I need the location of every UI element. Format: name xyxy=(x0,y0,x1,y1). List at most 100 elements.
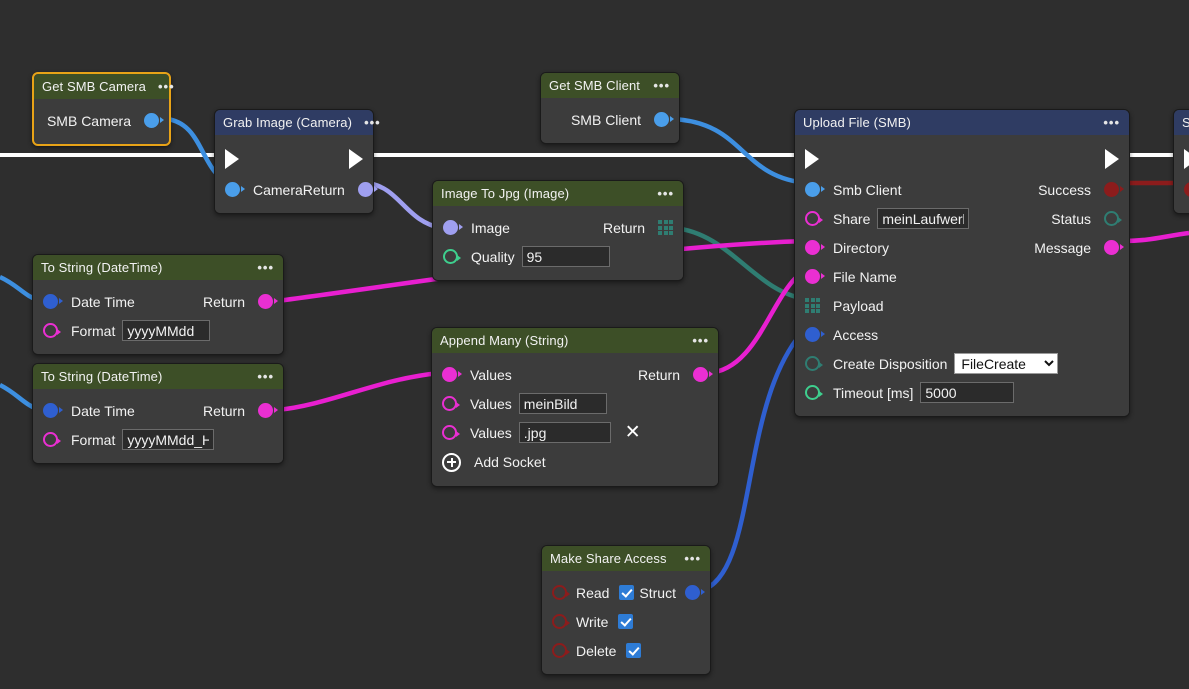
input-label: Format xyxy=(71,322,116,339)
node-menu-icon[interactable]: ••• xyxy=(157,78,175,94)
delete-checkbox[interactable] xyxy=(626,643,642,658)
exec-in-pin[interactable] xyxy=(225,148,239,169)
node-header[interactable]: S xyxy=(1174,110,1189,135)
input-label: Directory xyxy=(833,239,890,256)
node-header[interactable]: To String (DateTime) ••• xyxy=(33,364,283,389)
output-socket-smb-camera[interactable] xyxy=(144,113,164,128)
node-menu-icon[interactable]: ••• xyxy=(657,185,674,201)
socket-row: SMB Camera xyxy=(34,106,169,135)
output-socket-return[interactable] xyxy=(258,403,278,418)
node-header[interactable]: To String (DateTime) ••• xyxy=(33,255,283,280)
input-socket-values-0[interactable] xyxy=(442,367,462,382)
values-input-2[interactable] xyxy=(518,422,611,443)
node-make-share-access[interactable]: Make Share Access ••• Read Struct Write … xyxy=(541,545,711,675)
node-header[interactable]: Image To Jpg (Image) ••• xyxy=(433,181,683,206)
node-append-many-string[interactable]: Append Many (String) ••• Values Return V… xyxy=(431,327,719,487)
share-input[interactable] xyxy=(877,208,970,229)
node-get-smb-camera[interactable]: Get SMB Camera ••• SMB Camera xyxy=(32,72,174,146)
output-socket-success[interactable] xyxy=(1104,182,1124,197)
input-socket-date-time[interactable] xyxy=(43,294,63,309)
node-header[interactable]: Grab Image (Camera) ••• xyxy=(215,110,380,135)
node-menu-icon[interactable]: ••• xyxy=(684,550,701,566)
input-socket-red[interactable] xyxy=(1184,182,1189,197)
node-image-to-jpg[interactable]: Image To Jpg (Image) ••• Image Return Qu… xyxy=(432,180,684,281)
input-socket-date-time[interactable] xyxy=(43,403,63,418)
node-body: Smb Client Success Share Status Director… xyxy=(795,135,1129,416)
output-socket-struct[interactable] xyxy=(685,585,705,600)
input-socket-format[interactable] xyxy=(43,323,61,338)
input-socket-quality[interactable] xyxy=(443,249,461,264)
socket-row: Values Return xyxy=(432,360,718,389)
socket-row: Image Return xyxy=(433,213,683,242)
format-input[interactable] xyxy=(122,429,215,450)
socket-row: Share Status xyxy=(795,204,1129,233)
node-body: Image Return Quality xyxy=(433,206,683,280)
input-socket-read[interactable] xyxy=(552,585,570,600)
format-input[interactable] xyxy=(122,320,211,341)
node-menu-icon[interactable]: ••• xyxy=(653,77,670,93)
node-upload-file-smb[interactable]: Upload File (SMB) ••• Smb Client Success… xyxy=(794,109,1130,417)
input-socket-delete[interactable] xyxy=(552,643,570,658)
quality-input[interactable] xyxy=(521,246,610,267)
node-to-string-datetime-1[interactable]: To String (DateTime) ••• Date Time Retur… xyxy=(32,254,284,355)
input-socket-create-disposition[interactable] xyxy=(805,356,823,371)
output-socket-return[interactable] xyxy=(357,182,378,197)
input-socket-timeout[interactable] xyxy=(805,385,823,400)
output-label: Status xyxy=(1051,210,1091,227)
node-header[interactable]: Get SMB Camera ••• xyxy=(34,74,174,99)
output-socket-status[interactable] xyxy=(1104,211,1122,226)
input-socket-format[interactable] xyxy=(43,432,61,447)
wire-message-out xyxy=(1123,230,1189,244)
read-checkbox[interactable] xyxy=(619,585,635,600)
exec-out-pin[interactable] xyxy=(1105,148,1119,169)
exec-in-pin[interactable] xyxy=(805,148,819,169)
input-socket-write[interactable] xyxy=(552,614,570,629)
exec-out-pin[interactable] xyxy=(349,148,363,169)
node-menu-icon[interactable]: ••• xyxy=(364,114,381,130)
node-body: Camera Return xyxy=(215,135,378,213)
input-socket-file-name[interactable] xyxy=(805,269,825,284)
input-socket-directory[interactable] xyxy=(805,240,825,255)
input-label: Timeout [ms] xyxy=(833,384,914,401)
node-header[interactable]: Append Many (String) ••• xyxy=(432,328,718,353)
node-offscreen-right[interactable]: S xyxy=(1173,109,1189,214)
input-socket-camera[interactable] xyxy=(225,182,245,197)
input-socket-access[interactable] xyxy=(805,327,825,342)
socket-row: Payload xyxy=(795,291,1129,320)
remove-socket-icon[interactable]: ✕ xyxy=(624,421,641,443)
output-socket-smb-client[interactable] xyxy=(654,112,674,127)
node-get-smb-client[interactable]: Get SMB Client ••• SMB Client xyxy=(540,72,680,144)
input-socket-payload-array[interactable] xyxy=(805,298,820,313)
input-socket-image[interactable] xyxy=(443,220,463,235)
node-to-string-datetime-2[interactable]: To String (DateTime) ••• Date Time Retur… xyxy=(32,363,284,464)
node-body: Values Return Values Values ✕ Add Socket xyxy=(432,353,718,486)
node-header[interactable]: Upload File (SMB) ••• xyxy=(795,110,1129,135)
exec-in-pin[interactable] xyxy=(1184,148,1189,169)
create-disposition-select[interactable]: FileCreateFileOpenFileOpenIfFileOverwrit… xyxy=(954,353,1059,374)
node-grab-image-camera[interactable]: Grab Image (Camera) ••• Camera Return xyxy=(214,109,380,214)
input-label: Date Time xyxy=(71,293,135,310)
socket-row: SMB Client xyxy=(541,105,679,134)
output-socket-return[interactable] xyxy=(258,294,278,309)
write-checkbox[interactable] xyxy=(618,614,634,629)
input-socket-share[interactable] xyxy=(805,211,823,226)
timeout-input[interactable] xyxy=(920,382,1015,403)
node-body: Read Struct Write Delete xyxy=(542,571,710,674)
node-header[interactable]: Make Share Access ••• xyxy=(542,546,710,571)
exec-row xyxy=(1174,142,1189,175)
output-socket-message[interactable] xyxy=(1104,240,1124,255)
node-menu-icon[interactable]: ••• xyxy=(692,332,709,348)
node-header[interactable]: Get SMB Client ••• xyxy=(541,73,679,98)
input-socket-values-2[interactable] xyxy=(442,425,460,440)
values-input-1[interactable] xyxy=(518,393,607,414)
node-menu-icon[interactable]: ••• xyxy=(257,368,274,384)
input-socket-smb-client[interactable] xyxy=(805,182,825,197)
add-socket-button[interactable]: Add Socket xyxy=(432,447,718,477)
node-menu-icon[interactable]: ••• xyxy=(257,259,274,275)
input-socket-values-1[interactable] xyxy=(442,396,460,411)
output-socket-return[interactable] xyxy=(693,367,713,382)
node-menu-icon[interactable]: ••• xyxy=(1103,114,1120,130)
input-label: Payload xyxy=(833,297,884,314)
output-socket-return-array[interactable] xyxy=(658,220,673,235)
